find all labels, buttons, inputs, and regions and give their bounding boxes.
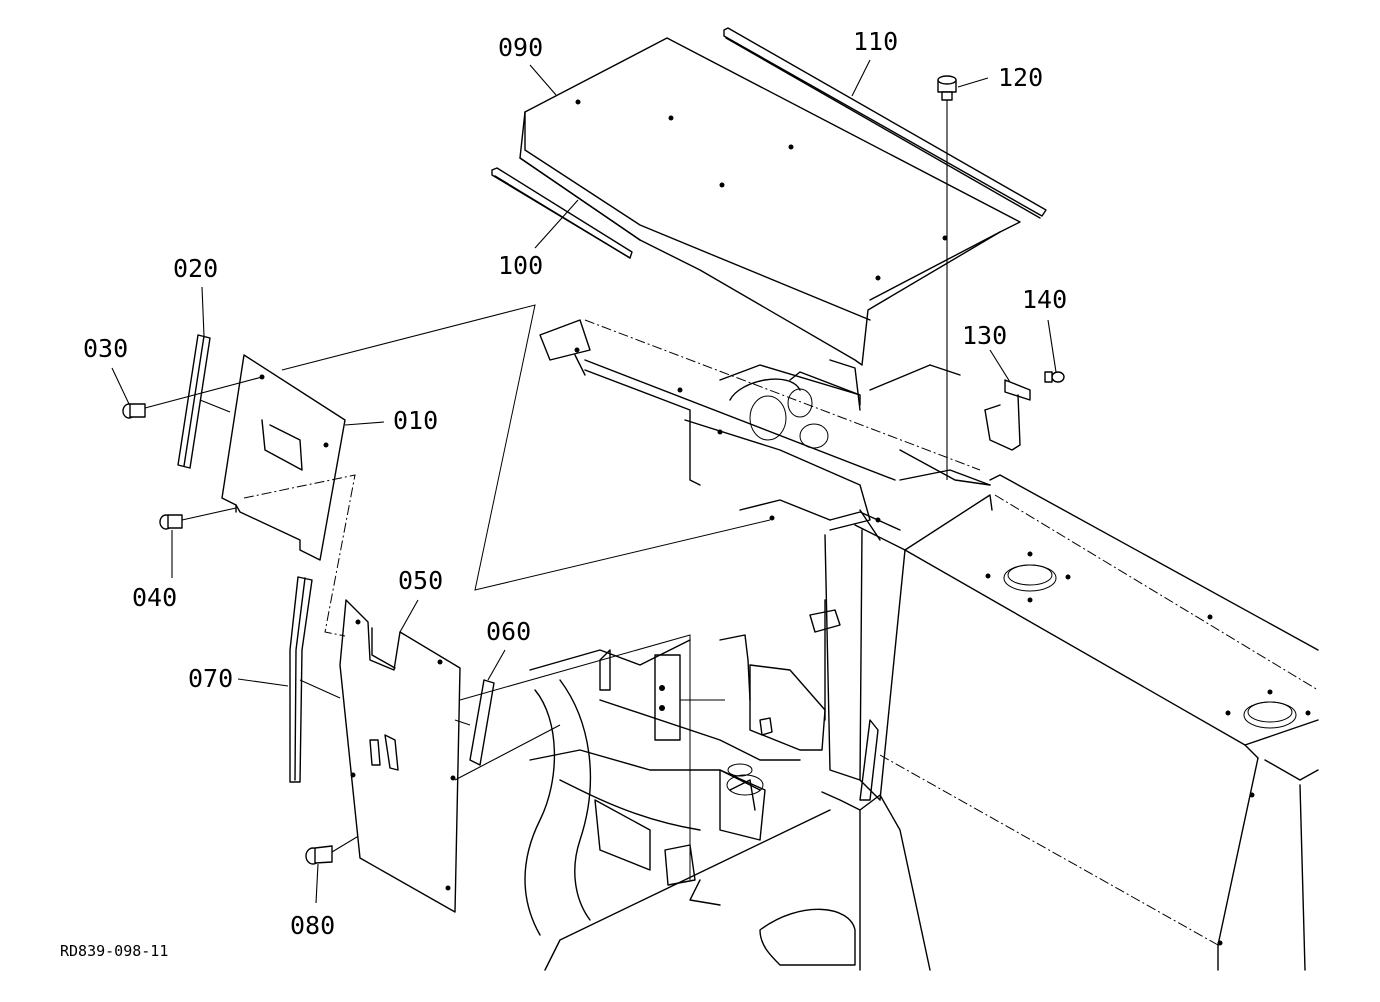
strip-070 <box>289 576 313 783</box>
side-panel-050 <box>339 599 461 913</box>
callout-labels: 010 020 030 040 050 060 070 080 090 100 … <box>83 27 1067 940</box>
callout-120: 120 <box>998 63 1043 92</box>
bracket-130 <box>984 379 1031 451</box>
callout-140: 140 <box>1022 285 1067 314</box>
callout-040: 040 <box>132 583 177 612</box>
callout-100: 100 <box>498 251 543 280</box>
callout-130: 130 <box>962 321 1007 350</box>
callout-110: 110 <box>853 27 898 56</box>
callout-030: 030 <box>83 334 128 363</box>
callout-060: 060 <box>486 617 531 646</box>
callout-090: 090 <box>498 33 543 62</box>
callout-leaders <box>111 59 1057 904</box>
callout-010: 010 <box>393 406 438 435</box>
strip-060 <box>469 679 495 766</box>
strip-020 <box>177 334 211 469</box>
callout-070: 070 <box>188 664 233 693</box>
figure-code: RD839-098-11 <box>60 942 168 960</box>
callout-020: 020 <box>173 254 218 283</box>
center-frame <box>539 319 991 541</box>
weather-strip-110 <box>723 27 1047 219</box>
bolt-030 <box>122 376 263 419</box>
bolt-140 <box>1044 371 1065 383</box>
bolt-120 <box>937 75 957 480</box>
callout-050: 050 <box>398 566 443 595</box>
callout-080: 080 <box>290 911 335 940</box>
cover-panel-090 <box>519 37 1021 366</box>
side-panel-010 <box>221 354 346 561</box>
bolt-040 <box>159 507 237 530</box>
lower-chassis <box>524 524 931 971</box>
reference-lines <box>199 304 771 880</box>
cab-frame <box>879 474 1319 971</box>
